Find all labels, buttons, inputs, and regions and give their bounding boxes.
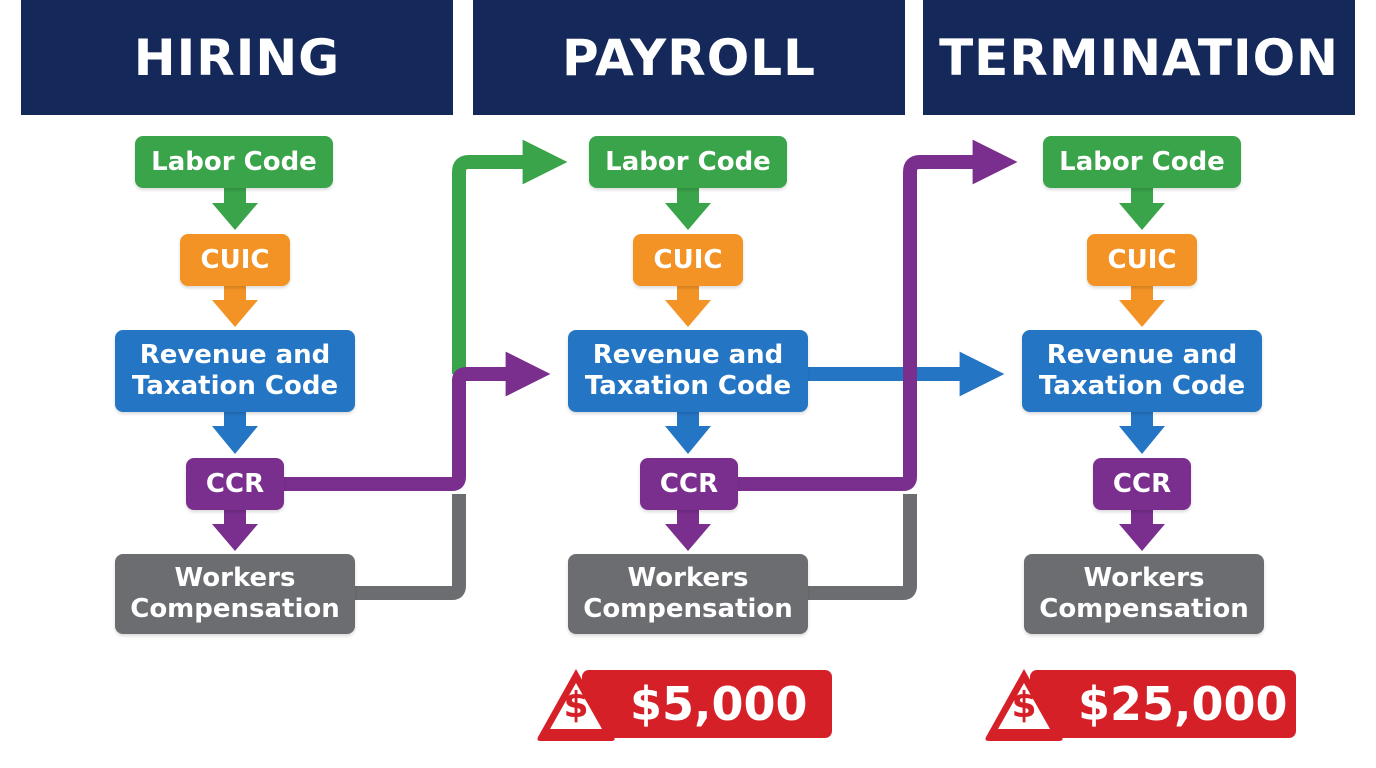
hiring-to-payroll-connectors <box>282 139 568 600</box>
payroll-workers-comp-node: Workers Compensation <box>568 554 808 634</box>
termination-penalty-amount: $25,000 <box>1030 670 1296 738</box>
termination-revenue-line1: Revenue and <box>1046 340 1238 371</box>
warning-triangle-dollar-icon <box>537 669 615 741</box>
hiring-cuic-node: CUIC <box>180 234 290 286</box>
hiring-labor-code-node: Labor Code <box>135 136 333 188</box>
termination-vertical-arrows <box>1119 188 1165 551</box>
hiring-wc-line2: Compensation <box>130 594 340 624</box>
termination-workers-comp-node: Workers Compensation <box>1024 554 1264 634</box>
termination-ccr-node: CCR <box>1093 458 1191 510</box>
payroll-revenue-line2: Taxation Code <box>584 371 792 401</box>
termination-revenue-taxation-node: Revenue and Taxation Code <box>1022 330 1262 412</box>
termination-wc-line1: Workers <box>1083 563 1205 594</box>
payroll-cuic-node: CUIC <box>633 234 743 286</box>
payroll-penalty-amount: $5,000 <box>582 670 832 738</box>
warning-triangle-dollar-icon <box>985 669 1063 741</box>
hiring-wc-line1: Workers <box>174 563 296 594</box>
hiring-ccr-node: CCR <box>186 458 284 510</box>
payroll-wc-line1: Workers <box>627 563 749 594</box>
payroll-vertical-arrows <box>665 188 711 551</box>
termination-revenue-line2: Taxation Code <box>1038 371 1246 401</box>
payroll-warning-dollar-symbol: $ <box>563 685 589 726</box>
termination-labor-code-node: Labor Code <box>1043 136 1241 188</box>
hiring-revenue-taxation-node: Revenue and Taxation Code <box>115 330 355 412</box>
payroll-revenue-taxation-node: Revenue and Taxation Code <box>568 330 808 412</box>
header-termination: TERMINATION <box>923 0 1355 115</box>
termination-penalty-badge: $25,000 $ <box>982 665 1296 743</box>
payroll-to-termination-connectors <box>736 139 1018 600</box>
hiring-revenue-line2: Taxation Code <box>131 371 339 401</box>
header-hiring: HIRING <box>21 0 453 115</box>
payroll-penalty-badge: $5,000 $ <box>534 665 832 743</box>
hiring-workers-comp-node: Workers Compensation <box>115 554 355 634</box>
termination-wc-line2: Compensation <box>1039 594 1249 624</box>
hiring-revenue-line1: Revenue and <box>139 340 331 371</box>
payroll-revenue-line1: Revenue and <box>592 340 784 371</box>
termination-cuic-node: CUIC <box>1087 234 1197 286</box>
termination-warning-dollar-symbol: $ <box>1011 685 1037 726</box>
payroll-ccr-node: CCR <box>640 458 738 510</box>
payroll-labor-code-node: Labor Code <box>589 136 787 188</box>
payroll-wc-line2: Compensation <box>583 594 793 624</box>
hiring-vertical-arrows <box>212 188 258 551</box>
header-payroll: PAYROLL <box>473 0 905 115</box>
